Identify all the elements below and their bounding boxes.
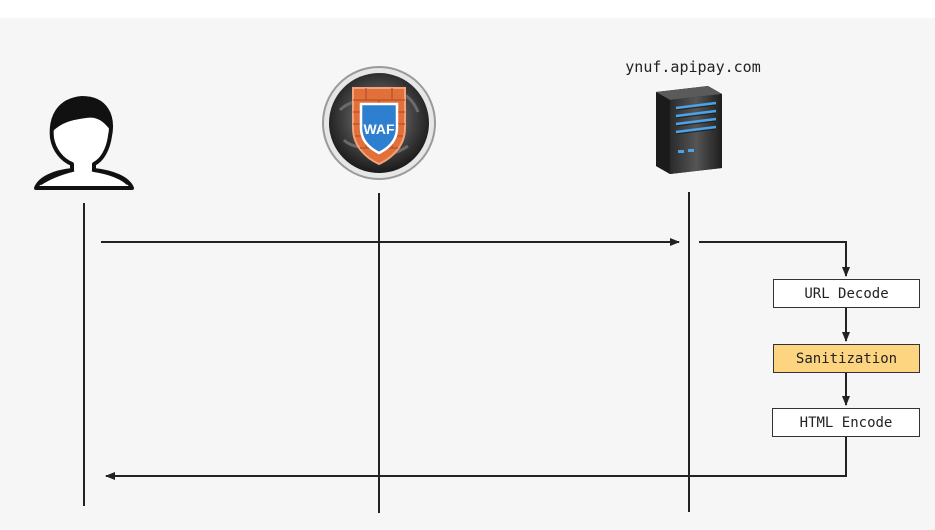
sanitization-step: Sanitization [773, 344, 920, 373]
user-icon [34, 96, 134, 190]
to-url-decode-arrow [699, 241, 850, 277]
response-arrow [105, 437, 847, 480]
waf-shield-icon: WAF [322, 66, 436, 180]
server-hostname-label: ynuf.apipay.com [625, 58, 761, 76]
top-band [0, 0, 935, 18]
url-decode-step: URL Decode [773, 279, 920, 308]
html-encode-step: HTML Encode [772, 408, 920, 437]
server-icon [656, 86, 722, 174]
waf-label: WAF [363, 121, 395, 137]
